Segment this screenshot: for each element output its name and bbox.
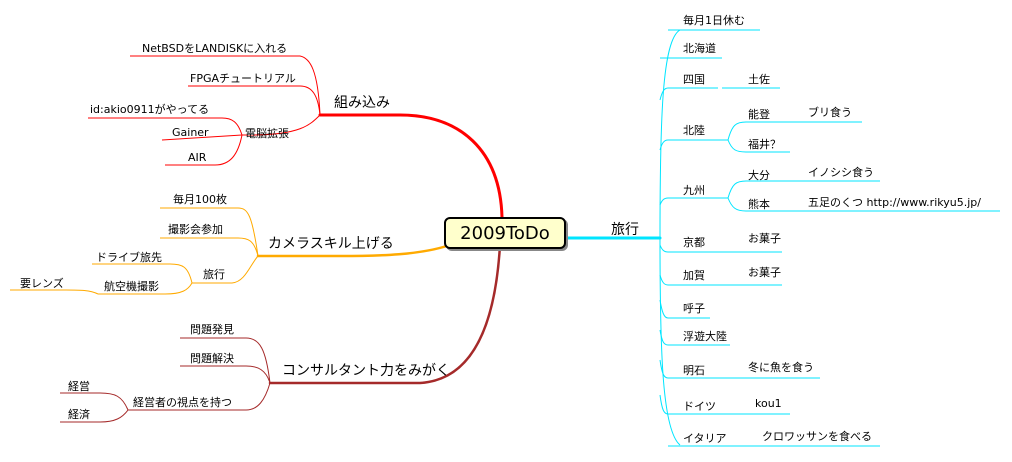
node-fpga[interactable]: FPGAチュートリアル	[190, 72, 296, 85]
node-travel-child[interactable]: 土佐	[748, 73, 770, 86]
node-travel-grandchild[interactable]: ブリ食う	[808, 106, 852, 119]
branch-camera	[256, 243, 452, 258]
node-travel-item[interactable]: 浮遊大陸	[683, 330, 727, 343]
node-mondai-kaiketsu[interactable]: 問題解決	[190, 352, 234, 365]
node-travel-child[interactable]: 大分	[748, 169, 770, 182]
node-netbsd[interactable]: NetBSDをLANDISKに入れる	[142, 42, 288, 55]
node-travel-child[interactable]: クロワッサンを食べる	[762, 430, 872, 443]
node-travel-item[interactable]: 北陸	[683, 124, 705, 137]
topic-consult[interactable]: コンサルタント力をみがく	[282, 363, 450, 379]
node-travel-child[interactable]: kou1	[755, 397, 782, 410]
node-travel-item[interactable]: ドイツ	[683, 400, 716, 413]
node-travel-item[interactable]: 明石	[683, 364, 705, 377]
node-travel-item[interactable]: 四国	[683, 73, 705, 86]
node-travel-item[interactable]: 京都	[683, 236, 705, 249]
node-travel-child[interactable]: お菓子	[748, 232, 781, 245]
node-akio[interactable]: id:akio0911がやってる	[90, 103, 210, 116]
node-travel-item[interactable]: 呼子	[683, 302, 705, 315]
node-travel-item[interactable]: 九州	[683, 184, 705, 197]
node-satsueikai[interactable]: 撮影会参加	[168, 223, 223, 236]
node-travel-item[interactable]: 毎月1日休む	[683, 14, 745, 27]
node-travel-item[interactable]: 加賀	[683, 269, 705, 282]
node-drive[interactable]: ドライブ旅先	[96, 251, 162, 264]
topic-embedded[interactable]: 組み込み	[334, 95, 390, 111]
node-travel-grandchild[interactable]: 五足のくつ http://www.rikyu5.jp/	[808, 196, 981, 209]
topic-travel[interactable]: 旅行	[611, 222, 639, 238]
node-travel-child[interactable]: 冬に魚を食う	[748, 361, 814, 374]
central-topic[interactable]: 2009ToDo	[444, 217, 566, 249]
branch-consult	[268, 243, 502, 385]
node-camera-travel[interactable]: 旅行	[203, 268, 225, 281]
node-monthly100[interactable]: 毎月100枚	[173, 193, 227, 206]
node-air[interactable]: AIR	[188, 151, 207, 164]
branch-embedded	[318, 113, 504, 219]
node-keizai[interactable]: 経済	[68, 408, 90, 421]
node-travel-child[interactable]: お菓子	[748, 266, 781, 279]
node-travel-child[interactable]: 福井？	[748, 138, 781, 151]
node-keieisha[interactable]: 経営者の視点を持つ	[133, 396, 232, 409]
topic-camera[interactable]: カメラスキル上げる	[268, 236, 394, 252]
node-mondai-hakken[interactable]: 問題発見	[190, 323, 234, 336]
node-travel-item[interactable]: 北海道	[683, 42, 716, 55]
node-lens[interactable]: 要レンズ	[20, 277, 64, 290]
node-travel-grandchild[interactable]: イノシシ食う	[808, 166, 874, 179]
node-keiei[interactable]: 経営	[68, 380, 90, 393]
node-travel-child[interactable]: 熊本	[748, 198, 770, 211]
node-dennou[interactable]: 電脳拡張	[245, 127, 289, 140]
node-travel-item[interactable]: イタリア	[683, 432, 727, 445]
node-gainer[interactable]: Gainer	[172, 126, 209, 139]
node-aircraft[interactable]: 航空機撮影	[104, 280, 159, 293]
node-travel-child[interactable]: 能登	[748, 108, 770, 121]
